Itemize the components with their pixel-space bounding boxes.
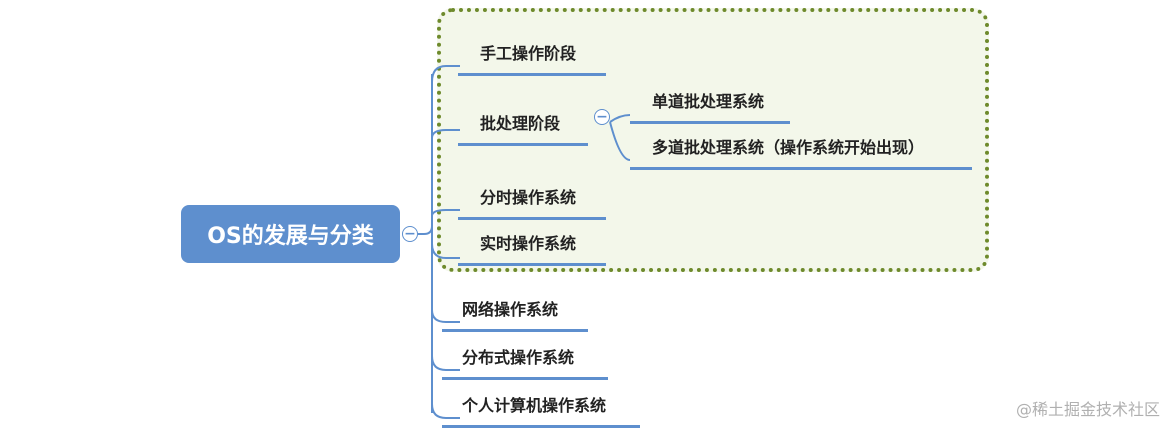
node-label: 单道批处理系统 [652, 92, 765, 111]
node-multi-batch[interactable]: 多道批处理系统（操作系统开始出现） [630, 134, 972, 170]
node-time-sharing[interactable]: 分时操作系统 [458, 184, 606, 220]
root-node[interactable]: OS的发展与分类 [181, 205, 400, 263]
node-label: 批处理阶段 [480, 114, 561, 133]
node-batch-stage[interactable]: 批处理阶段 [458, 110, 588, 146]
collapse-icon[interactable]: − [594, 109, 610, 125]
root-label: OS的发展与分类 [207, 224, 374, 249]
node-network-os[interactable]: 网络操作系统 [442, 296, 588, 332]
node-label: 多道批处理系统（操作系统开始出现） [652, 138, 925, 157]
node-real-time[interactable]: 实时操作系统 [458, 230, 606, 266]
node-distributed-os[interactable]: 分布式操作系统 [442, 344, 608, 380]
node-pc-os[interactable]: 个人计算机操作系统 [442, 392, 640, 428]
node-label: 分时操作系统 [480, 188, 577, 207]
node-single-batch[interactable]: 单道批处理系统 [630, 88, 790, 124]
watermark: @稀土掘金技术社区 [1015, 400, 1160, 419]
highlight-group-box [437, 8, 989, 272]
node-label: 实时操作系统 [480, 234, 577, 253]
node-label: 手工操作阶段 [480, 44, 577, 63]
node-label: 个人计算机操作系统 [462, 396, 607, 415]
node-label: 分布式操作系统 [462, 348, 575, 367]
collapse-icon[interactable]: − [402, 226, 418, 242]
node-label: 网络操作系统 [462, 300, 559, 319]
node-manual-stage[interactable]: 手工操作阶段 [458, 40, 606, 76]
